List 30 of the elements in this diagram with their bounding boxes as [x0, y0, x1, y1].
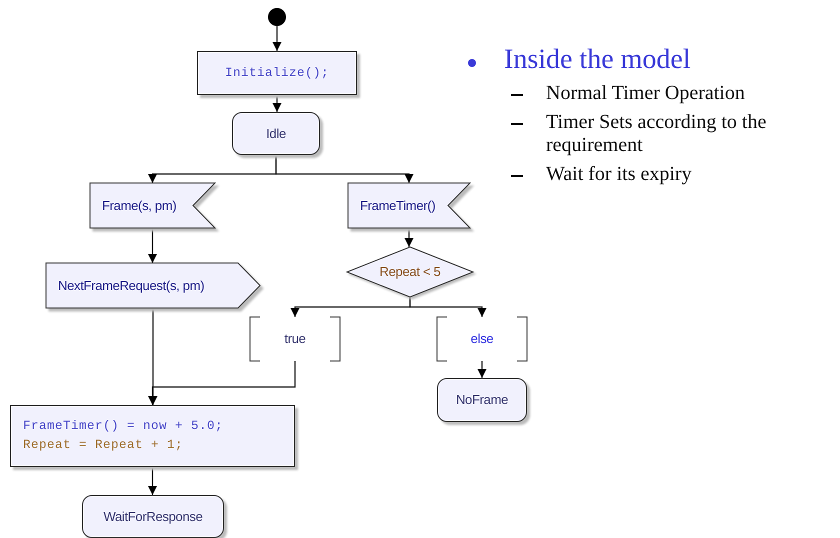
node-label: NoFrame [456, 392, 508, 408]
code-text: FrameTimer() = now + 5.0; [23, 418, 224, 435]
node-label: Repeat < 5 [380, 264, 440, 280]
node-label: else [470, 331, 494, 347]
arrow [272, 26, 282, 51]
node-label: NextFrameRequest(s, pm) [58, 278, 204, 294]
arrow [404, 228, 414, 247]
arrow [409, 297, 486, 317]
state-box [232, 112, 320, 155]
arrow [275, 155, 414, 183]
arrow [478, 361, 486, 378]
node-label: Frame(s, pm) [102, 198, 176, 214]
arrow [272, 95, 282, 112]
code-text: Initialize(); [224, 64, 330, 82]
state-box [82, 495, 224, 538]
action-box [10, 405, 295, 467]
bullet-text: Wait for its expiry [546, 163, 692, 186]
code-text: Repeat = Repeat + 1; [23, 437, 184, 454]
arrow [148, 361, 296, 405]
state-box [437, 378, 527, 422]
bullet-text: Normal Timer Operation [546, 82, 745, 105]
node-label: true [284, 331, 306, 347]
bullet-text: Timer Sets according to the requirement [546, 111, 768, 157]
node-label: FrameTimer() [360, 198, 436, 214]
node-label: Idle [266, 126, 286, 142]
node-label: WaitForResponse [103, 508, 203, 524]
bullet-text: Inside the model [504, 44, 691, 76]
action-box [197, 51, 357, 95]
arrow [148, 228, 157, 263]
arrow [148, 467, 157, 495]
